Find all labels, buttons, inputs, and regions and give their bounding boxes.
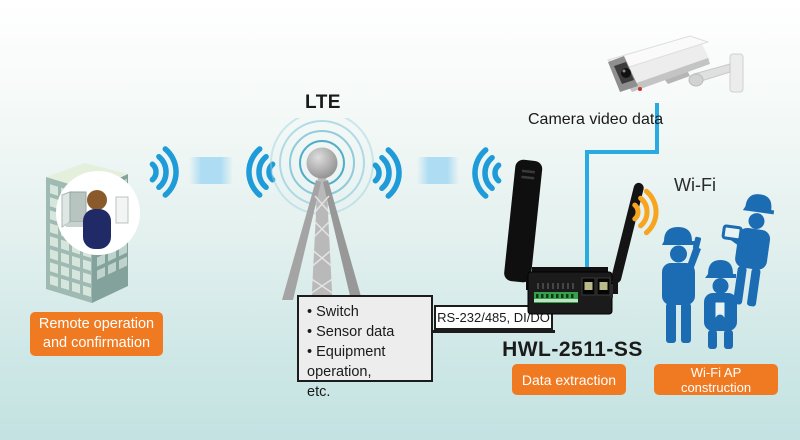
- signal-waves-left-icon: [472, 147, 502, 199]
- info-item: etc.: [307, 384, 331, 400]
- wireless-link-icon: [417, 157, 459, 184]
- data-extraction-badge: Data extraction: [512, 364, 626, 395]
- office-building-icon: [46, 163, 140, 303]
- signal-waves-right-icon: [149, 146, 179, 198]
- data-extraction-label: Data extraction: [521, 371, 617, 388]
- info-item: • Switch: [307, 304, 359, 320]
- workers-icon: [662, 194, 775, 349]
- remote-operation-badge: Remote operation and confirmation: [30, 312, 163, 356]
- wifi-ap-construction-label: Wi-Fi AP construction: [680, 364, 752, 395]
- ethernet-ports-icon: [581, 277, 611, 296]
- worker-with-tablet-icon: [721, 194, 775, 307]
- info-item: • Equipment operation,: [307, 344, 386, 380]
- io-info-box: • Switch • Sensor data • Equipment opera…: [297, 295, 433, 400]
- serial-interface-text: RS-232/485, DI/DO: [437, 310, 550, 325]
- remote-operation-label: Remote operation and confirmation: [38, 315, 155, 351]
- camera-video-data-label: Camera video data: [528, 111, 664, 128]
- worker-with-phone-icon: [704, 260, 737, 349]
- signal-waves-left-icon: [246, 146, 276, 198]
- lte-tower-icon: [270, 118, 374, 311]
- cctv-camera-icon: [606, 35, 744, 93]
- lte-router-icon: [504, 159, 644, 315]
- device-model-label: HWL-2511-SS: [502, 338, 643, 361]
- wifi-label: Wi-Fi: [674, 175, 716, 195]
- wireless-link-icon: [189, 157, 233, 184]
- wifi-ap-construction-badge: Wi-Fi AP construction: [654, 364, 778, 395]
- lte-label: LTE: [305, 92, 341, 113]
- connector-line-horizontal: [431, 330, 555, 333]
- operator-at-desk-icon: [56, 171, 140, 255]
- worker-on-phone-icon: [662, 227, 702, 343]
- camera-cable-line: [585, 103, 659, 278]
- signal-waves-right-icon: [372, 147, 402, 199]
- info-item: • Sensor data: [307, 324, 395, 340]
- wifi-waves-icon: [632, 188, 659, 236]
